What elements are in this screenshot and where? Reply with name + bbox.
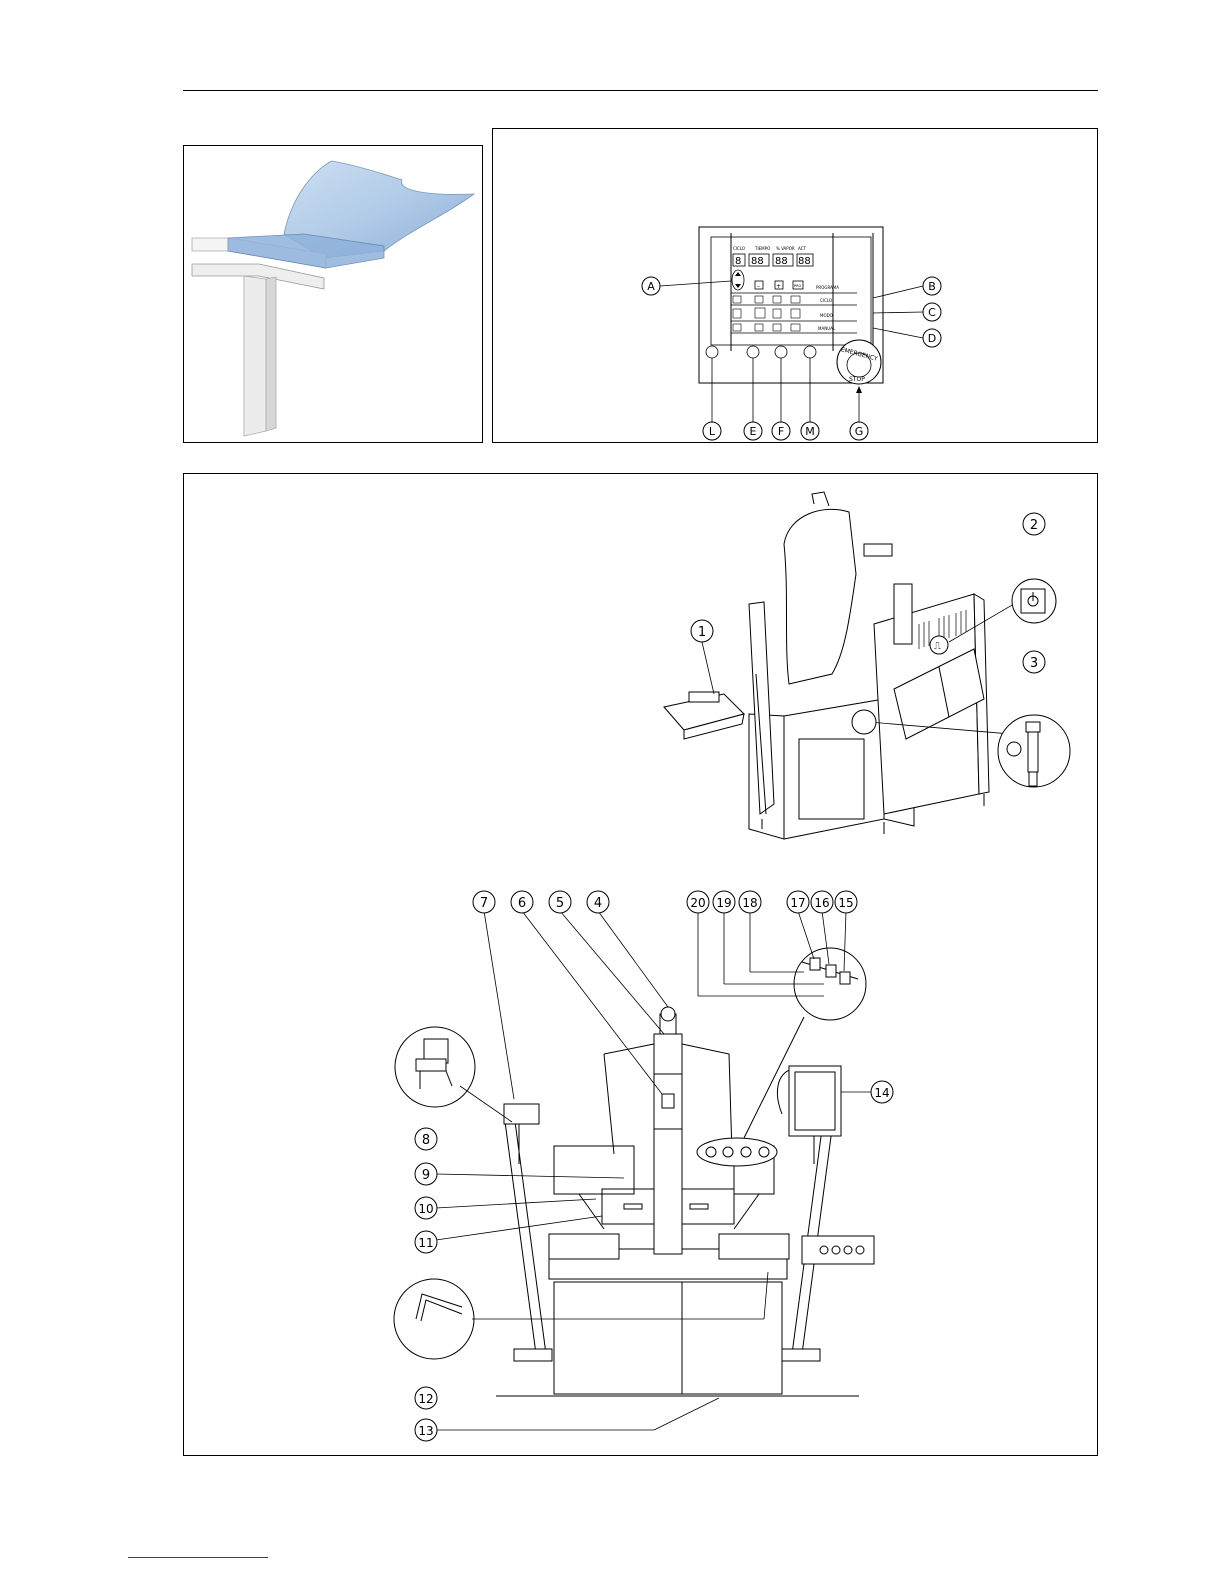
display-label-3: ACT bbox=[798, 246, 806, 251]
prg-key-label: PRG bbox=[794, 284, 802, 288]
footer-link-underline bbox=[128, 1557, 268, 1558]
svg-text:14: 14 bbox=[874, 1086, 889, 1100]
control-panel-diagram: CICLO TIEMPO % VAPOR ACT 8 88 88 88 – + … bbox=[493, 129, 1099, 444]
svg-text:19: 19 bbox=[716, 896, 731, 910]
svg-text:1: 1 bbox=[698, 625, 706, 640]
sleeve-form-illustration-box bbox=[183, 145, 483, 443]
callout-c: C bbox=[923, 303, 941, 321]
callout-e: E bbox=[744, 422, 762, 440]
svg-text:13: 13 bbox=[418, 1424, 433, 1438]
callout-2: 2 bbox=[1023, 513, 1045, 535]
knob-m bbox=[804, 346, 816, 358]
header-rule bbox=[183, 90, 1098, 91]
svg-text:⎍: ⎍ bbox=[934, 641, 941, 652]
machine-drawings-box: ⎍ 1 2 3 bbox=[183, 473, 1098, 1456]
callout-12: 12 bbox=[415, 1387, 437, 1409]
row-label-0: PROGRAMA bbox=[816, 285, 839, 290]
callout-3: 3 bbox=[1023, 651, 1045, 673]
svg-text:M: M bbox=[805, 425, 815, 438]
svg-text:F: F bbox=[778, 425, 784, 438]
callout-d: D bbox=[923, 329, 941, 347]
digit-glyph-2: 88 bbox=[775, 256, 788, 267]
svg-text:L: L bbox=[709, 425, 716, 438]
plus-key-label: + bbox=[776, 283, 781, 290]
svg-text:4: 4 bbox=[594, 896, 602, 911]
svg-text:10: 10 bbox=[418, 1202, 433, 1216]
callout-5: 5 bbox=[549, 891, 571, 913]
callout-10: 10 bbox=[415, 1197, 437, 1219]
minus-key-label: – bbox=[757, 283, 760, 290]
control-panel-diagram-box: CICLO TIEMPO % VAPOR ACT 8 88 88 88 – + … bbox=[492, 128, 1098, 443]
stand-post-side bbox=[266, 277, 276, 431]
svg-text:3: 3 bbox=[1030, 656, 1038, 671]
callout-19: 19 bbox=[713, 891, 735, 913]
callout-11: 11 bbox=[415, 1231, 437, 1253]
callout-17: 17 bbox=[787, 891, 809, 913]
display-label-2: % VAPOR bbox=[776, 246, 795, 251]
svg-text:D: D bbox=[928, 332, 936, 345]
callout-13: 13 bbox=[415, 1419, 437, 1441]
callout-7: 7 bbox=[473, 891, 495, 913]
display-label-0: CICLO bbox=[733, 246, 745, 251]
callout-g: G bbox=[850, 422, 868, 440]
callout-l: L bbox=[703, 422, 721, 440]
knob-l bbox=[706, 346, 718, 358]
svg-text:20: 20 bbox=[690, 896, 705, 910]
svg-text:11: 11 bbox=[418, 1236, 433, 1250]
callout-9: 9 bbox=[415, 1163, 437, 1185]
front-view-machine: 7 6 5 4 20 19 18 17 16 15 8 9 10 11 12 1… bbox=[394, 891, 893, 1441]
svg-text:16: 16 bbox=[814, 896, 829, 910]
callout-a: A bbox=[642, 277, 660, 295]
emergency-text-1: STOP bbox=[849, 376, 865, 383]
svg-text:7: 7 bbox=[480, 896, 488, 911]
stand-post bbox=[244, 276, 266, 436]
callout-20: 20 bbox=[687, 891, 709, 913]
callout-4: 4 bbox=[587, 891, 609, 913]
svg-text:G: G bbox=[855, 425, 864, 438]
callout-18: 18 bbox=[739, 891, 761, 913]
row-label-2: MODO bbox=[820, 313, 833, 318]
knob-f bbox=[775, 346, 787, 358]
svg-text:B: B bbox=[928, 280, 936, 293]
row-label-1: CICLO bbox=[820, 298, 832, 303]
digit-glyph-0: 8 bbox=[735, 256, 741, 267]
callout-6: 6 bbox=[511, 891, 533, 913]
callout-8: 8 bbox=[415, 1128, 437, 1150]
callout-b: B bbox=[923, 277, 941, 295]
callout-m: M bbox=[801, 422, 819, 440]
machine-drawings: ⎍ 1 2 3 bbox=[184, 474, 1099, 1457]
svg-text:9: 9 bbox=[422, 1168, 430, 1183]
svg-text:15: 15 bbox=[838, 896, 853, 910]
svg-text:C: C bbox=[928, 306, 936, 319]
svg-text:8: 8 bbox=[422, 1133, 430, 1148]
row-label-3: MANUAL bbox=[818, 326, 836, 331]
isometric-machine: ⎍ 1 2 3 bbox=[664, 492, 1070, 839]
svg-text:E: E bbox=[750, 425, 757, 438]
digit-glyph-3: 88 bbox=[798, 256, 811, 267]
digit-glyph-1: 88 bbox=[751, 256, 764, 267]
svg-text:5: 5 bbox=[556, 896, 564, 911]
callout-14: 14 bbox=[871, 1081, 893, 1103]
knob-e bbox=[747, 346, 759, 358]
svg-text:18: 18 bbox=[742, 896, 757, 910]
display-label-1: TIEMPO bbox=[754, 246, 770, 251]
svg-text:12: 12 bbox=[418, 1392, 433, 1406]
svg-text:A: A bbox=[647, 280, 655, 293]
svg-text:6: 6 bbox=[518, 896, 526, 911]
svg-text:2: 2 bbox=[1030, 518, 1038, 533]
callout-f: F bbox=[772, 422, 790, 440]
svg-text:17: 17 bbox=[790, 896, 805, 910]
callout-15: 15 bbox=[835, 891, 857, 913]
callout-16: 16 bbox=[811, 891, 833, 913]
callout-1: 1 bbox=[691, 620, 713, 642]
sleeve-form-illustration bbox=[184, 146, 484, 444]
